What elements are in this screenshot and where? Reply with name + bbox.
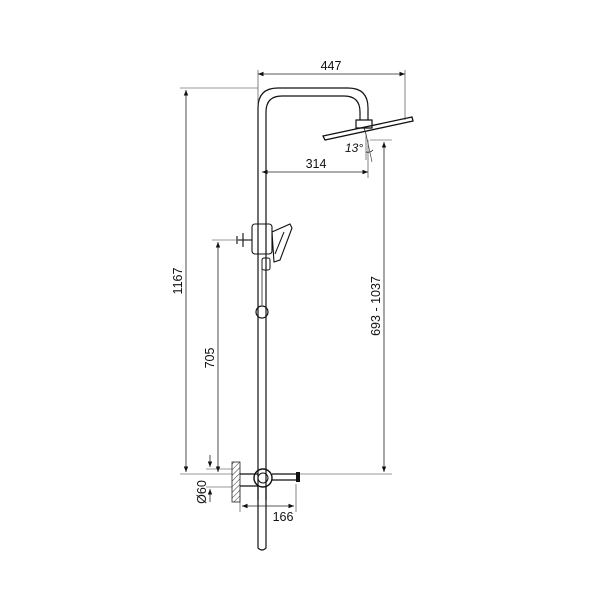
dim-label-693-1037: 693 - 1037 (369, 276, 383, 336)
dim-label-1167: 1167 (171, 268, 185, 295)
dim-label-314: 314 (306, 157, 327, 171)
dim-label-447: 447 (321, 59, 342, 73)
dim-label-166: 166 (273, 510, 294, 524)
wall-outlet (231, 461, 300, 551)
dim-handheld-height: 705 (203, 239, 238, 472)
dim-adjustable-height: 693 - 1037 (300, 139, 392, 475)
dim-head-angle: 13° (345, 133, 374, 163)
dim-label-705: 705 (203, 348, 217, 369)
dim-head-offset: 314 (262, 140, 369, 178)
dim-outlet-diameter: Ø60 (195, 455, 232, 504)
dim-label-angle: 13° (345, 141, 363, 155)
dim-outlet-projection: 166 (239, 484, 297, 524)
handheld-shower (236, 223, 293, 271)
slider-knob (255, 262, 269, 319)
dim-label-diameter: Ø60 (195, 480, 209, 504)
riser-pipe (257, 87, 369, 500)
shower-head (322, 116, 414, 141)
dim-overall-height: 1167 (171, 87, 258, 475)
dim-head-projection: 447 (257, 59, 406, 120)
